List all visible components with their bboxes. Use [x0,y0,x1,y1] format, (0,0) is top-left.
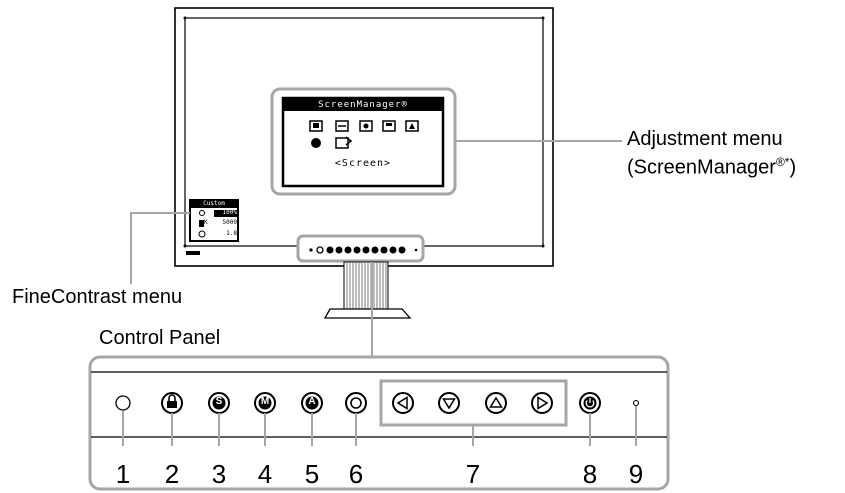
finecontrast-osd-temperature: 5000 [222,219,237,226]
lock-icon [167,401,177,408]
auto-icon: A [308,396,316,407]
control-strip-highlight [296,234,425,263]
adjustment-menu-sublabel: (ScreenManager®*) [627,155,797,179]
input-select-icon: S [215,396,223,407]
down-button[interactable] [438,392,460,414]
button-number-7: 7 [465,459,481,489]
screenmanager-osd-title: ScreenManager® [318,100,408,110]
button-number-8: 8 [582,459,598,489]
osd-icon-row [309,120,419,132]
button-number-5: 5 [304,459,320,489]
adjustment-menu-label: Adjustment menu [627,128,783,150]
mode-icon: M [260,396,270,407]
finecontrast-leader [130,212,190,284]
monitor-stand-base [323,308,412,319]
right-button[interactable] [531,392,553,414]
exit-icon [335,137,349,149]
button-number-3: 3 [211,459,227,489]
left-button[interactable] [392,392,414,414]
down-arrow-icon [442,398,456,410]
button-number-4: 4 [257,459,273,489]
front-button-dots [309,246,418,254]
monitor-stand-neck [343,261,389,311]
brightness-icon [199,210,205,216]
finecontrast-menu-label: FineContrast menu [12,286,183,308]
button-number-1: 1 [115,459,131,489]
control-panel-label: Control Panel [99,327,221,349]
right-arrow-icon [537,396,549,410]
finecontrast-osd-gamma: 1.8 [226,230,237,237]
screenmanager-osd-selection: <Screen> [334,158,392,169]
finecontrast-osd-brightness: 100% [222,209,237,216]
up-button[interactable] [485,392,507,414]
power-icon [585,400,595,408]
power-indicator [632,399,640,407]
button-number-2: 2 [164,459,180,489]
number-leaders [122,406,637,446]
screenmanager-osd-titlebar [284,99,442,111]
finecontrast-osd-temp-label: K [204,219,208,226]
finecontrast-osd-title: Custom [203,200,225,207]
button-number-9: 9 [628,459,644,489]
globe-icon [311,138,321,148]
gamma-icon [198,230,206,238]
sensor-icon [115,395,131,411]
left-arrow-icon [396,396,408,410]
temperature-icon [199,220,204,227]
brand-logo [186,251,200,255]
screenmanager-osd [281,96,445,188]
button-number-6: 6 [348,459,364,489]
up-arrow-icon [489,396,503,408]
